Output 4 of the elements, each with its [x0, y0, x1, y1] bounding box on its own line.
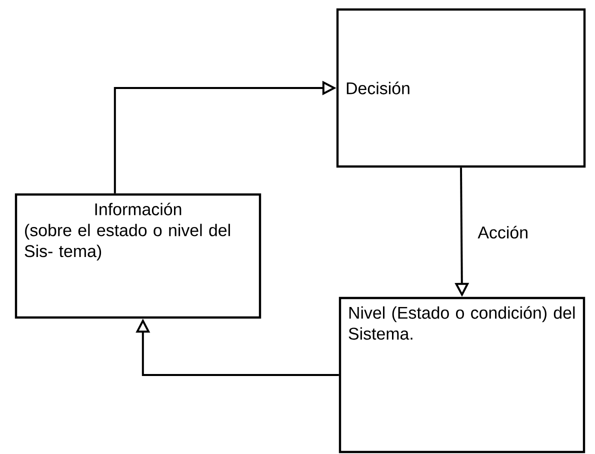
process-box: Nivel (Estado o condición) del Sistema. [338, 296, 586, 454]
process-box: Información (sobre el estado o nivel del Sis- tema) [14, 193, 262, 319]
process-box: Decisión [336, 8, 586, 168]
edge-label: Acción [476, 224, 531, 240]
